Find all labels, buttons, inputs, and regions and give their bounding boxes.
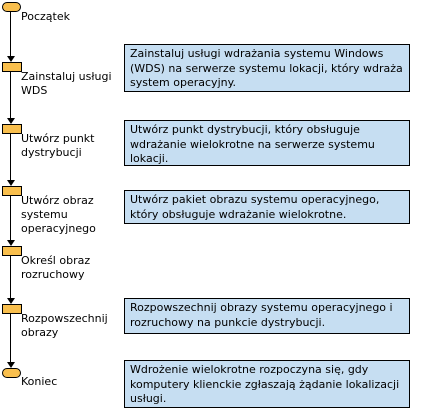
process-shape — [2, 246, 22, 256]
connector-line — [10, 196, 11, 240]
process-shape — [2, 124, 22, 134]
start-terminal-shape — [2, 2, 21, 12]
step-label-start: Początek — [21, 10, 70, 23]
end-terminal-shape — [2, 368, 21, 378]
description-box-install-wds: Zainstaluj usługi wdrażania systemu Wind… — [124, 44, 410, 92]
arrow-head — [7, 56, 15, 62]
process-shape — [2, 304, 22, 314]
connector-line — [10, 134, 11, 180]
step-label-create-os-image: Utwórz obraz systemu operacyjnego — [21, 194, 96, 235]
description-box-end: Wdrożenie wielokrotne rozpoczyna się, gd… — [124, 360, 410, 408]
step-label-specify-boot-image: Określ obraz rozruchowy — [21, 254, 91, 281]
step-label-distribute-images: Rozpowszechnij obrazy — [21, 312, 108, 339]
process-shape — [2, 62, 22, 72]
description-box-create-distribution-point: Utwórz punkt dystrybucji, który obsługuj… — [124, 120, 410, 166]
arrow-head — [7, 180, 15, 186]
arrow-head — [7, 240, 15, 246]
step-label-install-wds: Zainstaluj usługi WDS — [21, 70, 112, 97]
description-box-create-os-image: Utwórz pakiet obrazu systemu operacyjneg… — [124, 190, 410, 224]
arrow-head — [7, 362, 15, 368]
connector-line — [10, 72, 11, 118]
step-label-create-distribution-point: Utwórz punkt dystrybucji — [21, 132, 95, 159]
process-shape — [2, 186, 22, 196]
step-label-end: Koniec — [21, 375, 58, 388]
connector-line — [10, 314, 11, 362]
description-box-distribute-images: Rozpowszechnij obrazy systemu operacyjne… — [124, 298, 410, 334]
arrow-head — [7, 298, 15, 304]
connector-line — [10, 12, 11, 56]
arrow-head — [7, 118, 15, 124]
connector-line — [10, 256, 11, 298]
